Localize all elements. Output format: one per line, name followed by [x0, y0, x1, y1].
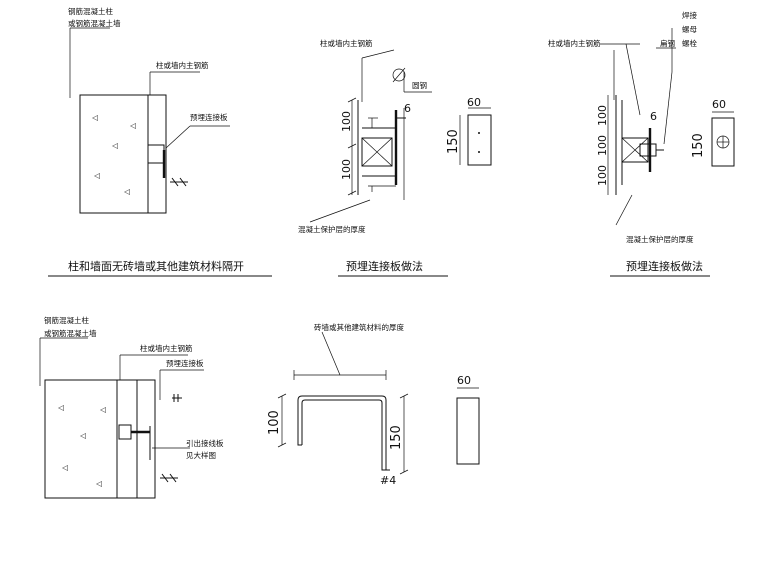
label-cover-thickness-3: 混凝土保护层的厚度	[626, 234, 694, 244]
detail-column-wall-brick: ◁ ◁ ◁ ◁ ◁ 钢筋混凝土柱 或钢筋混凝土墙 柱或墙内主钢筋 预埋连接板 引…	[39, 315, 224, 499]
label-nut: 螺母	[682, 24, 697, 34]
svg-text:◁: ◁	[130, 121, 136, 130]
dim-width-60-b: 60	[712, 98, 726, 111]
caption-detail3: 预埋连接板做法	[626, 259, 703, 273]
svg-text:◁: ◁	[62, 463, 68, 472]
svg-text:◁: ◁	[94, 171, 100, 180]
label-rc-wall-2: 或钢筋混凝土墙	[44, 328, 97, 338]
label-round-steel: 圆钢	[412, 80, 427, 90]
label-rc-wall: 或钢筋混凝土墙	[68, 18, 121, 28]
svg-text:◁: ◁	[112, 141, 118, 150]
dim-left-100: 100	[267, 410, 282, 435]
svg-text:◁: ◁	[124, 187, 130, 196]
aggregate-marks: ◁ ◁ ◁ ◁ ◁	[92, 113, 136, 196]
label-lead-plate: 引出接线板	[186, 438, 224, 448]
label-wall-thickness: 砖墙或其他建筑材料的厚度	[314, 322, 404, 332]
aggregate-marks-2: ◁ ◁ ◁ ◁ ◁	[58, 403, 106, 488]
caption-detail1: 柱和墙面无砖墙或其他建筑材料隔开	[68, 259, 244, 273]
dim-top-100: 100	[340, 111, 353, 132]
label-main-rebar: 柱或墙内主钢筋	[156, 60, 209, 70]
dim-thickness-4: #4	[380, 474, 396, 487]
dim-thickness-6: 6	[404, 102, 411, 115]
embedded-plate-2	[118, 424, 132, 440]
svg-text:◁: ◁	[80, 431, 86, 440]
caption-detail2: 预埋连接板做法	[346, 259, 423, 273]
concrete-column	[79, 94, 149, 214]
label-cover-thickness: 混凝土保护层的厚度	[298, 224, 366, 234]
svg-text:◁: ◁	[58, 403, 64, 412]
label-embedded-plate: 预埋连接板	[190, 112, 228, 122]
label-embedded-plate-2: 预埋连接板	[166, 358, 204, 368]
dim-height-150-b: 150	[691, 133, 706, 158]
detail-lead-plate: 砖墙或其他建筑材料的厚度 100 150 #4 60	[267, 322, 480, 487]
svg-text:◁: ◁	[100, 405, 106, 414]
svg-text:◁: ◁	[96, 479, 102, 488]
label-main-rebar-4: 柱或墙内主钢筋	[140, 343, 193, 353]
label-see-detail: 见大样图	[186, 450, 216, 460]
dim-width-60-c: 60	[457, 374, 471, 387]
label-weld: 焊接	[682, 10, 697, 20]
label-main-rebar-3: 柱或墙内主钢筋	[548, 38, 601, 48]
detail-embedded-plate-round: 100 100 柱或墙内主钢筋 圆钢 6 混凝土保护层的厚度 60 150 预埋…	[298, 38, 492, 277]
embedded-plate	[147, 144, 165, 164]
label-rc-column: 钢筋混凝土柱	[68, 6, 113, 16]
plate-front-view	[467, 114, 492, 166]
label-rc-column-2: 钢筋混凝土柱	[44, 315, 89, 325]
dim-a-100: 100	[596, 105, 609, 126]
dim-c-100: 100	[596, 165, 609, 186]
dim-bottom-100: 100	[340, 159, 353, 180]
diameter-symbol	[392, 68, 406, 82]
bent-strap-outer	[297, 395, 390, 471]
brick-wall	[136, 379, 156, 499]
label-flat-steel: 扁钢	[660, 38, 675, 48]
dim-thickness-6-b: 6	[650, 110, 657, 123]
detail-column-wall-direct: ◁ ◁ ◁ ◁ ◁ 钢筋混凝土柱 或钢筋混凝土墙 柱或墙内主钢筋 预埋连接板 柱…	[48, 6, 272, 277]
dim-b-100: 100	[596, 135, 609, 156]
dim-height-150: 150	[446, 129, 461, 154]
rebar-section-3	[621, 137, 649, 163]
dim-width-60: 60	[467, 96, 481, 109]
dim-right-150: 150	[389, 425, 404, 450]
rebar-section	[361, 137, 393, 167]
label-bolt: 螺栓	[682, 38, 697, 48]
svg-text:◁: ◁	[92, 113, 98, 122]
bent-strap-inner	[301, 399, 386, 471]
detail-embedded-plate-bolt: 100 100 100 柱或墙内主钢筋 扁钢 焊接 螺母 螺栓 6 混凝土保护层…	[548, 10, 735, 277]
label-main-rebar-2: 柱或墙内主钢筋	[320, 38, 373, 48]
plate-front-view-3	[711, 117, 735, 167]
lead-plate-front-view	[456, 397, 480, 465]
